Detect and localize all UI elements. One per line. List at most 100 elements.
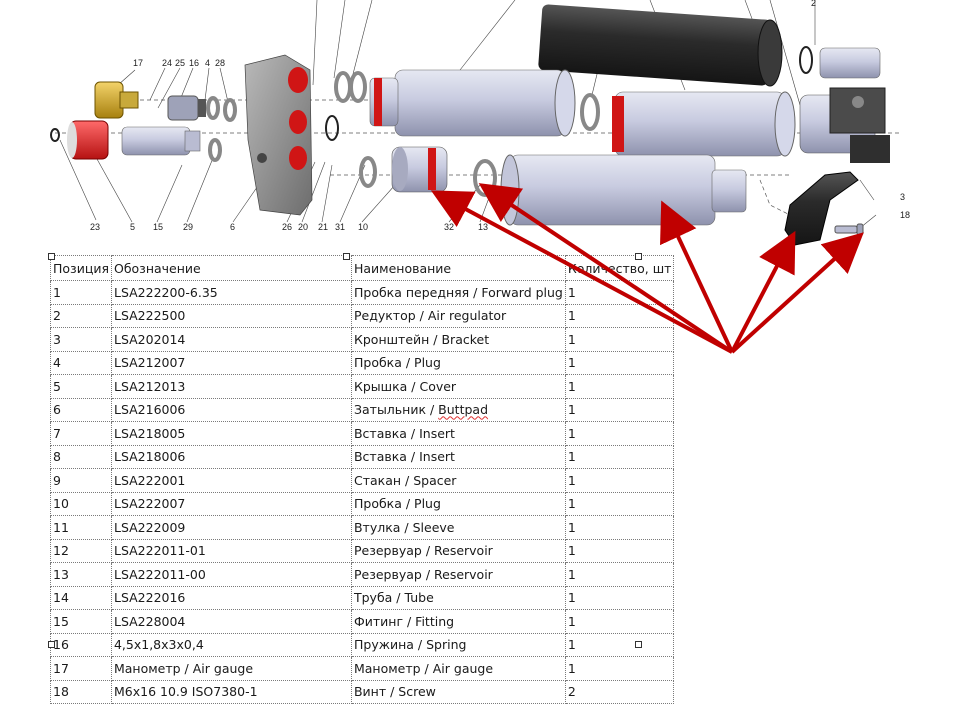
cell-designation: LSA222011-00 xyxy=(110,562,352,587)
cell-quantity: 1 xyxy=(564,350,675,375)
cell-name: Пружина / Spring xyxy=(350,632,566,657)
selection-handle[interactable] xyxy=(48,641,55,648)
cell-designation: LSA218005 xyxy=(110,421,352,446)
selection-handle[interactable] xyxy=(635,641,642,648)
cell-position: 7 xyxy=(50,421,112,446)
cell-designation: LSA216006 xyxy=(110,397,352,422)
cell-position: 17 xyxy=(50,656,112,681)
reservoir-upper-part xyxy=(369,69,576,137)
cell-quantity: 1 xyxy=(564,538,675,563)
cell-quantity: 1 xyxy=(564,397,675,422)
fitting-part xyxy=(121,126,201,156)
callout-26: 26 xyxy=(282,222,292,232)
selection-handle[interactable] xyxy=(635,253,642,260)
cell-position: 8 xyxy=(50,444,112,469)
cell-designation: Манометр / Air gauge xyxy=(110,656,352,681)
cell-designation: LSA212007 xyxy=(110,350,352,375)
cell-designation: LSA218006 xyxy=(110,444,352,469)
exploded-parts-drawing: 17 24 25 16 4 28 23 5 15 29 6 26 20 21 3… xyxy=(50,0,910,246)
cell-quantity: 1 xyxy=(564,280,675,305)
spellcheck-word: Buttpad xyxy=(438,402,489,418)
callout-24: 24 xyxy=(162,58,172,68)
callout-16: 16 xyxy=(189,58,199,68)
cell-designation: M6x16 10.9 ISO7380-1 xyxy=(110,679,352,704)
cell-quantity: 1 xyxy=(564,632,675,657)
cell-position: 11 xyxy=(50,515,112,540)
cell-name: Пробка / Plug xyxy=(350,491,566,516)
cell-name: Манометр / Air gauge xyxy=(350,656,566,681)
cell-position: 2 xyxy=(50,303,112,328)
cell-quantity: 1 xyxy=(564,609,675,634)
cell-name: Стакан / Spacer xyxy=(350,468,566,493)
cell-designation: LSA202014 xyxy=(110,327,352,352)
air-gauge-part xyxy=(94,81,139,119)
cell-designation: LSA222500 xyxy=(110,303,352,328)
plug-part xyxy=(391,146,448,193)
cell-position: 9 xyxy=(50,468,112,493)
cell-name: Втулка / Sleeve xyxy=(350,515,566,540)
cell-name: Пробка передняя / Forward plug xyxy=(350,280,566,305)
cell-position: 15 xyxy=(50,609,112,634)
callout-2: 2 xyxy=(811,0,816,8)
callout-4: 4 xyxy=(205,58,210,68)
regulator-part xyxy=(799,47,890,163)
bracket-part xyxy=(784,171,859,246)
cell-position: 13 xyxy=(50,562,112,587)
callout-29: 29 xyxy=(183,222,193,232)
callout-23: 23 xyxy=(90,222,100,232)
reservoir-middle-part xyxy=(612,91,796,157)
callout-10: 10 xyxy=(358,222,368,232)
cell-position: 16 xyxy=(50,632,112,657)
selection-handle[interactable] xyxy=(48,253,55,260)
cell-position: 5 xyxy=(50,374,112,399)
cell-quantity: 1 xyxy=(564,444,675,469)
cell-designation: LSA222016 xyxy=(110,585,352,610)
cell-designation: LSA222009 xyxy=(110,515,352,540)
callout-6: 6 xyxy=(230,222,235,232)
callout-20: 20 xyxy=(298,222,308,232)
cell-quantity: 1 xyxy=(564,491,675,516)
callout-15: 15 xyxy=(153,222,163,232)
cell-name: Редуктор / Air regulator xyxy=(350,303,566,328)
parts-list-table: Позиция Обозначение Наименование Количес… xyxy=(50,255,675,704)
cell-designation: 4,5x1,8x3x0,4 xyxy=(110,632,352,657)
cell-quantity: 1 xyxy=(564,562,675,587)
callout-21: 21 xyxy=(318,222,328,232)
table-header-row: Позиция Обозначение Наименование Количес… xyxy=(50,255,675,281)
cell-name: Резервуар / Reservoir xyxy=(350,562,566,587)
cell-name: Крышка / Cover xyxy=(350,374,566,399)
screw-part xyxy=(834,223,864,236)
cell-position: 3 xyxy=(50,327,112,352)
buttpad-part xyxy=(244,54,313,216)
header-designation: Обозначение xyxy=(110,255,352,281)
cell-name: Винт / Screw xyxy=(350,679,566,704)
selection-handle[interactable] xyxy=(343,253,350,260)
callout-25: 25 xyxy=(175,58,185,68)
cell-quantity: 1 xyxy=(564,421,675,446)
cell-quantity: 1 xyxy=(564,515,675,540)
cell-quantity: 1 xyxy=(564,374,675,399)
callout-31: 31 xyxy=(335,222,345,232)
cell-position: 14 xyxy=(50,585,112,610)
cell-quantity: 1 xyxy=(564,327,675,352)
callout-18: 18 xyxy=(900,210,910,220)
callout-13: 13 xyxy=(478,222,488,232)
callout-28: 28 xyxy=(215,58,225,68)
callout-3: 3 xyxy=(900,192,905,202)
cell-position: 4 xyxy=(50,350,112,375)
cell-name: Труба / Tube xyxy=(350,585,566,610)
cell-quantity: 1 xyxy=(564,468,675,493)
cell-name: Кронштейн / Bracket xyxy=(350,327,566,352)
cell-designation: LSA222011-01 xyxy=(110,538,352,563)
cell-name: Вставка / Insert xyxy=(350,421,566,446)
